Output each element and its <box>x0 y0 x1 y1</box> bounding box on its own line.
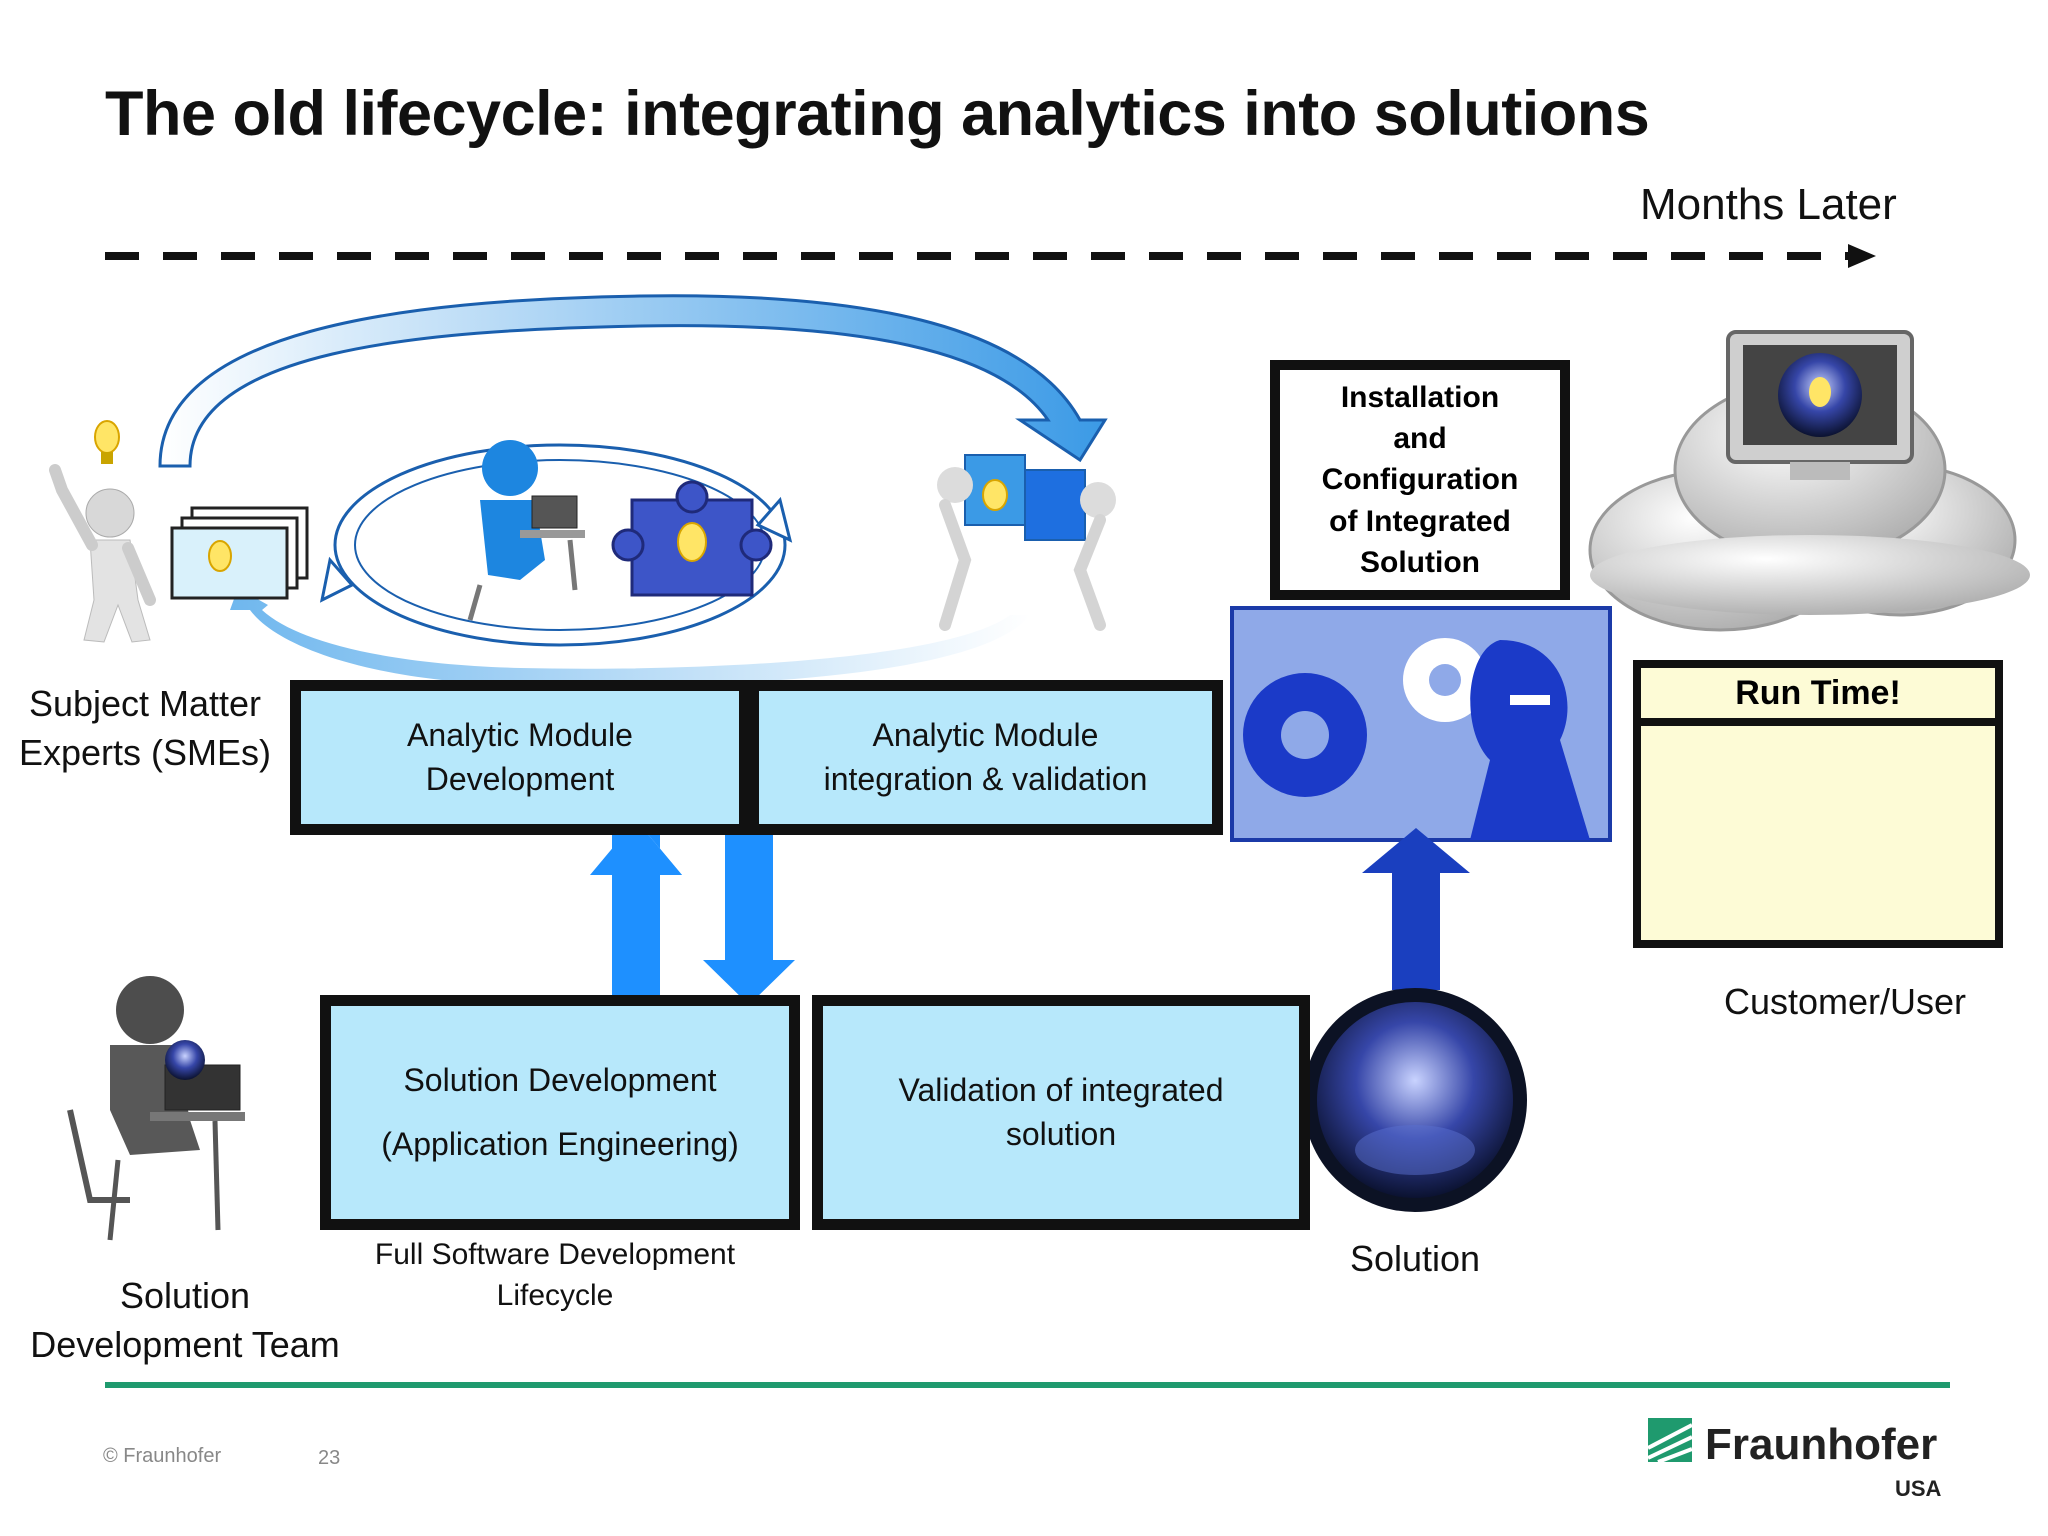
smes-label: Subject Matter Experts (SMEs) <box>18 683 272 773</box>
puzzle-piece-icon <box>611 480 773 597</box>
analytic-module-development-text: Analytic Module Development <box>407 717 633 797</box>
idea-papers-icon <box>170 506 309 600</box>
cloud-computer-icon <box>1588 330 2030 632</box>
gears-engineer-icon <box>1230 606 1612 842</box>
installation-box: Installation and Configuration of Integr… <box>1270 360 1570 600</box>
footer-page-number: 23 <box>318 1447 341 1469</box>
fraunhofer-brand-sub: USA <box>1895 1476 1942 1501</box>
solution-development-text: Solution Development <box>403 1062 717 1099</box>
runtime-heading: Run Time! <box>1633 660 2003 726</box>
customer-label: Customer/User <box>1723 981 1967 1022</box>
slide-title: The old lifecycle: integrating analytics… <box>105 79 1650 149</box>
analytic-module-integration-text: Analytic Module integration & validation <box>823 717 1148 797</box>
runtime-panel: Run Time! <box>1633 660 2003 948</box>
outer-curved-arrow <box>158 294 1108 468</box>
solution-development-box: Solution Development (Application Engine… <box>320 995 800 1230</box>
sdlc-caption: Full Software Development Lifecycle <box>374 1238 736 1312</box>
exchange-arrows-icon <box>590 820 795 1005</box>
dev-team-figure-icon <box>67 976 245 1241</box>
solution-up-arrow <box>1362 828 1470 990</box>
analytic-module-integration-box: Analytic Module integration & validation <box>748 680 1223 835</box>
footer-copyright: © Fraunhofer <box>103 1445 222 1467</box>
installation-text: Installation and Configuration of Integr… <box>1321 380 1519 580</box>
developer-blue-icon <box>467 440 585 621</box>
fraunhofer-brand: Fraunhofer <box>1705 1420 1938 1469</box>
puzzle-join-icon <box>937 454 1116 631</box>
solution-label: Solution <box>1349 1238 1481 1279</box>
timeline-label: Months Later <box>1640 180 1897 229</box>
validation-text: Validation of integrated solution <box>898 1072 1224 1152</box>
timeline-arrow <box>105 244 1876 268</box>
application-engineering-text: (Application Engineering) <box>381 1125 739 1162</box>
return-arrow <box>230 588 1030 687</box>
solution-orb-icon <box>1303 988 1527 1212</box>
fraunhofer-logo-icon <box>1647 1418 1693 1464</box>
validation-box: Validation of integrated solution <box>812 995 1310 1230</box>
analytic-module-development-box: Analytic Module Development <box>290 680 750 835</box>
sme-figure-icon <box>49 420 156 643</box>
dev-team-label: Solution Development Team <box>30 1275 340 1365</box>
